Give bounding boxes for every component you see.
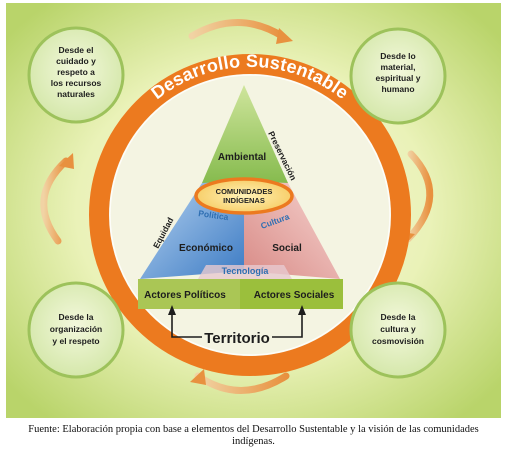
figure-caption: Fuente: Elaboración propia con base a el… <box>0 424 507 448</box>
corner-tr-line1: Desde lo <box>380 51 415 61</box>
label-tecnologia: Tecnología <box>222 266 270 276</box>
corner-tl-line3: respeto a <box>57 67 95 77</box>
label-economico: Económico <box>179 243 233 254</box>
arrow-bottom <box>194 372 290 394</box>
caption-line1: Fuente: Elaboración propia con base a el… <box>28 424 479 435</box>
corner-br-line3: cosmovisión <box>372 336 424 346</box>
territorio-arrowheads <box>168 305 306 315</box>
caption-line2: indígenas. <box>232 436 275 447</box>
arrow-left <box>40 157 70 245</box>
arrow-right <box>404 150 434 243</box>
territorio-connector <box>171 309 303 338</box>
corner-tl-line5: naturales <box>57 89 95 99</box>
arrow-bottom-head <box>190 369 206 385</box>
label-actores-politicos: Actores Políticos <box>144 290 226 301</box>
corner-bl-line3: y el respeto <box>52 336 99 346</box>
label-politica: Política <box>198 208 230 222</box>
corner-tr-line4: humano <box>381 84 414 94</box>
corner-tl-line2: cuidado y <box>56 56 96 66</box>
corner-bottom-left: Desde la organización y el respeto <box>27 281 125 379</box>
label-ambiental: Ambiental <box>218 152 267 163</box>
sustainable-development-diagram: Desarrollo Sustentable COMUNIDADES INDÍG… <box>6 3 501 418</box>
arrow-left-head <box>59 153 74 169</box>
label-social: Social <box>272 243 302 254</box>
corner-tr-line3: espiritual y <box>376 73 421 83</box>
corner-top-right: Desde lo material, espiritual y humano <box>349 27 447 125</box>
ring-inner-line <box>109 74 391 356</box>
tecnologia-band <box>198 265 292 279</box>
triangle-top-ambiental <box>202 85 288 183</box>
corner-bottom-right: Desde la cultura y cosmovisión <box>349 281 447 379</box>
corner-tl-line1: Desde el <box>59 45 94 55</box>
corner-top-left: Desde el cuidado y respeto a los recurso… <box>27 26 125 124</box>
core-label-line1: COMUNIDADES <box>216 187 273 196</box>
core-label-line2: INDÍGENAS <box>223 196 265 205</box>
corner-br-line2: cultura y <box>380 324 416 334</box>
corner-bl-line1: Desde la <box>59 312 94 322</box>
label-actores-sociales: Actores Sociales <box>254 290 335 301</box>
corner-bl-line2: organización <box>50 324 102 334</box>
core-ellipse <box>194 177 294 215</box>
actors-base-bar-left <box>138 279 240 309</box>
label-territorio: Territorio <box>204 330 270 347</box>
cycle-arrows <box>40 19 434 394</box>
arrow-top <box>188 19 286 40</box>
corner-tr-line2: material, <box>381 62 416 72</box>
corner-br-line1: Desde la <box>381 312 416 322</box>
arrow-top-head <box>276 28 293 44</box>
corner-tl-line4: los recursos <box>51 78 102 88</box>
